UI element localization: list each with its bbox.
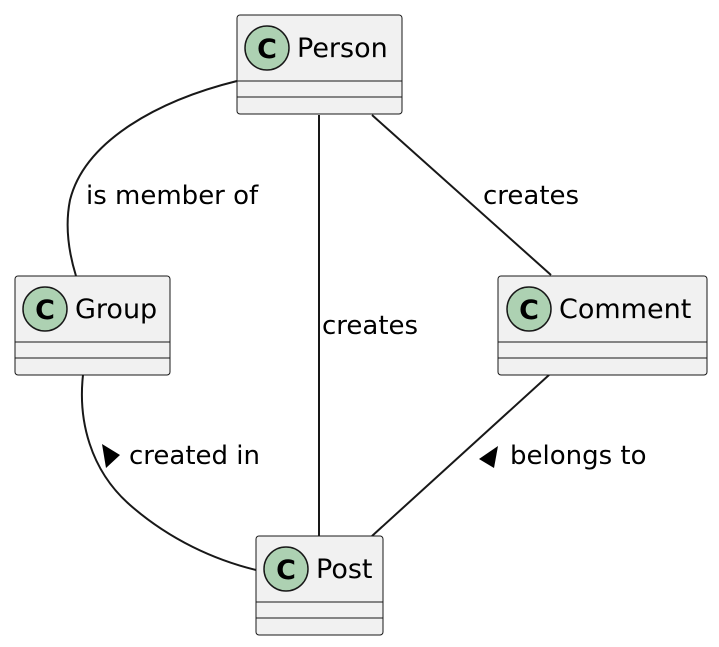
edge-label-belongs-to: belongs to bbox=[510, 441, 647, 471]
class-person[interactable]: C Person bbox=[236, 14, 403, 115]
edge-person-comment bbox=[371, 114, 552, 276]
direction-arrow-left-icon bbox=[479, 446, 498, 468]
class-stereotype-letter: C bbox=[257, 34, 277, 65]
class-name-post: Post bbox=[316, 554, 373, 585]
class-stereotype-icon bbox=[22, 286, 68, 332]
class-stereotype-icon bbox=[244, 25, 290, 71]
class-name-person: Person bbox=[297, 33, 388, 64]
edge-person-group bbox=[66, 80, 238, 277]
class-name-group: Group bbox=[75, 294, 157, 325]
edge-label-person-post-creates: creates bbox=[322, 311, 418, 341]
class-name-comment: Comment bbox=[559, 294, 691, 325]
class-post[interactable]: C Post bbox=[255, 535, 384, 636]
class-stereotype-letter: C bbox=[519, 295, 539, 326]
edge-comment-post bbox=[371, 374, 550, 537]
class-stereotype-letter: C bbox=[35, 295, 55, 326]
class-comment[interactable]: C Comment bbox=[497, 275, 708, 376]
edge-group-post bbox=[80, 374, 257, 571]
direction-arrow-left-icon bbox=[102, 444, 120, 468]
class-group[interactable]: C Group bbox=[14, 275, 171, 376]
class-stereotype-letter: C bbox=[276, 555, 296, 586]
class-stereotype-icon bbox=[263, 546, 309, 592]
edge-label-created-in: created in bbox=[129, 441, 260, 471]
edge-label-is-member-of: is member of bbox=[86, 181, 259, 211]
edge-label-person-comment-creates: creates bbox=[483, 181, 579, 211]
class-stereotype-icon bbox=[506, 286, 552, 332]
